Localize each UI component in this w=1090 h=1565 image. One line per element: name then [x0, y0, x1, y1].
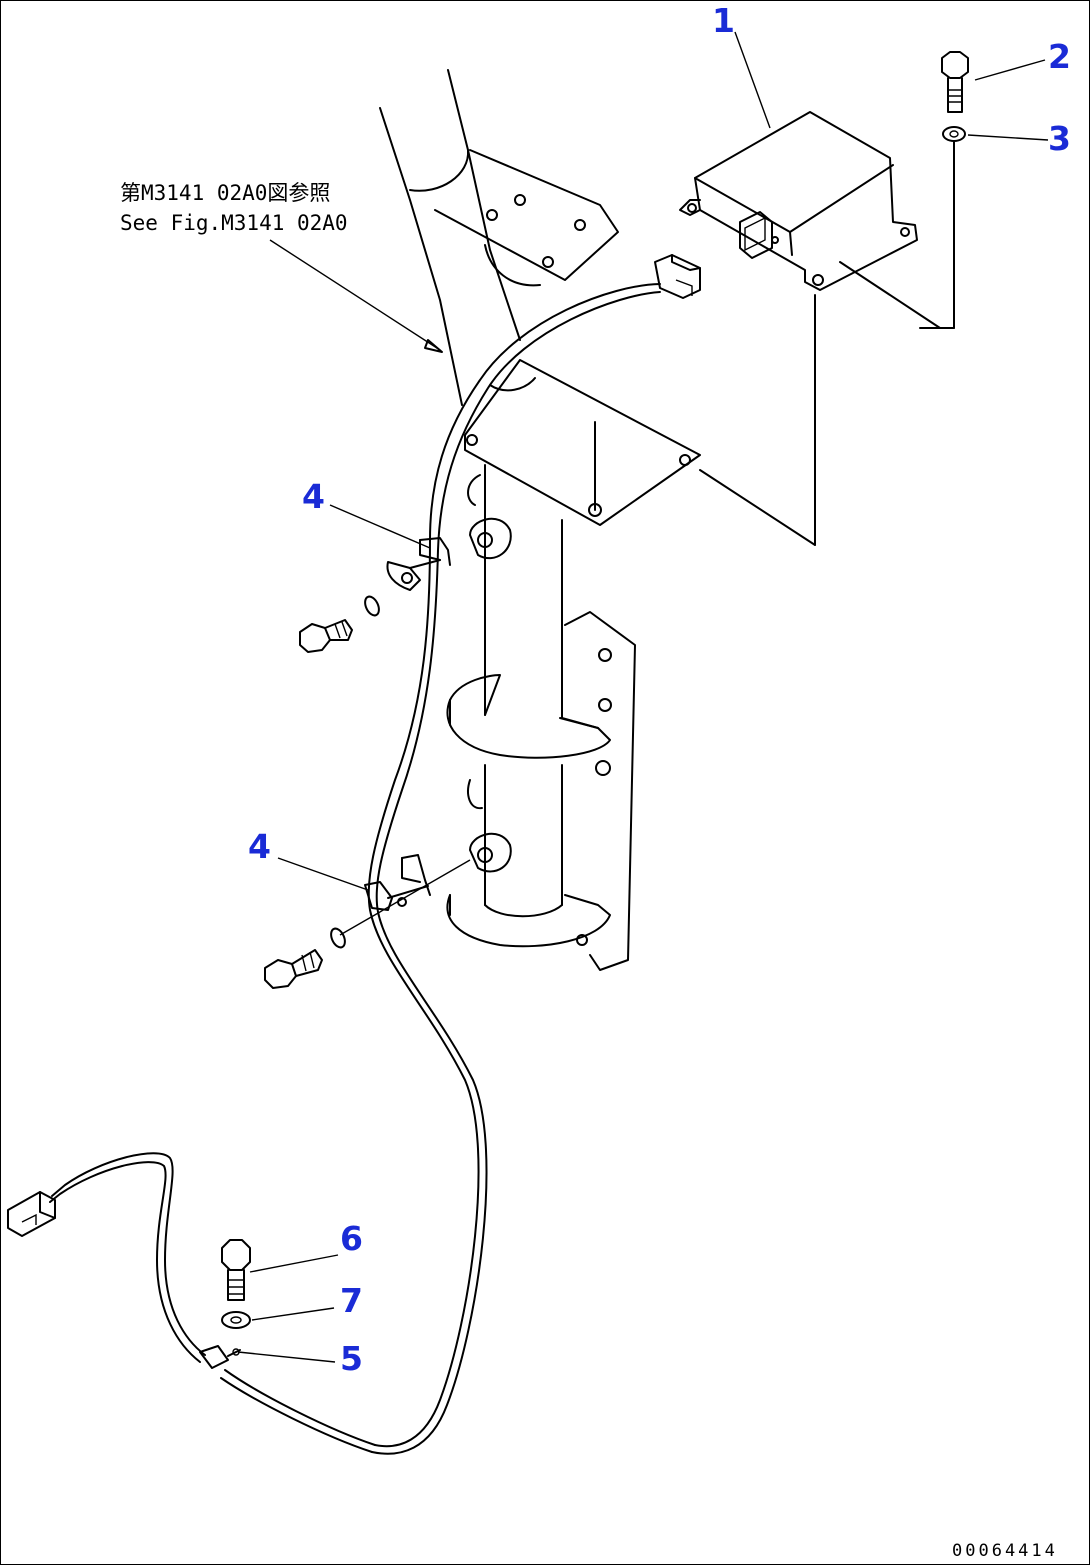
bolt-upper: [299, 595, 380, 653]
callout-5: 5: [340, 1339, 363, 1378]
callout-4-upper: 4: [302, 477, 325, 516]
callout-6: 6: [340, 1219, 363, 1258]
bolt-part-6: [221, 1239, 251, 1301]
callouts: 1 2 3 4 4 6 7 5: [248, 1, 1071, 1378]
reference-arrow-icon: [424, 339, 443, 353]
clamp-lower: [339, 854, 471, 936]
washer-part-7: [221, 1311, 251, 1329]
bolt-lower: [264, 927, 346, 989]
washer-part-3: [839, 126, 966, 329]
vertical-post: [446, 464, 636, 971]
callout-4-lower: 4: [248, 827, 271, 866]
callout-7: 7: [340, 1281, 363, 1320]
clamp-upper: [386, 537, 451, 591]
drawing-code: 00064414: [952, 1541, 1058, 1561]
bolt-part-2: [941, 51, 969, 113]
upper-frame: [379, 69, 619, 406]
callout-3: 3: [1048, 119, 1071, 158]
callout-1: 1: [712, 1, 735, 40]
reference-note-jp: 第M3141 02A0図参照: [120, 181, 330, 205]
wire-harness: [7, 254, 701, 1455]
control-box: [679, 111, 918, 291]
mounting-bracket: [464, 359, 816, 546]
callout-2: 2: [1048, 37, 1071, 76]
reference-note: 第M3141 02A0図参照 See Fig.M3141 02A0: [120, 181, 443, 353]
reference-note-en: See Fig.M3141 02A0: [120, 211, 348, 235]
leader-lines: [237, 31, 1049, 1363]
